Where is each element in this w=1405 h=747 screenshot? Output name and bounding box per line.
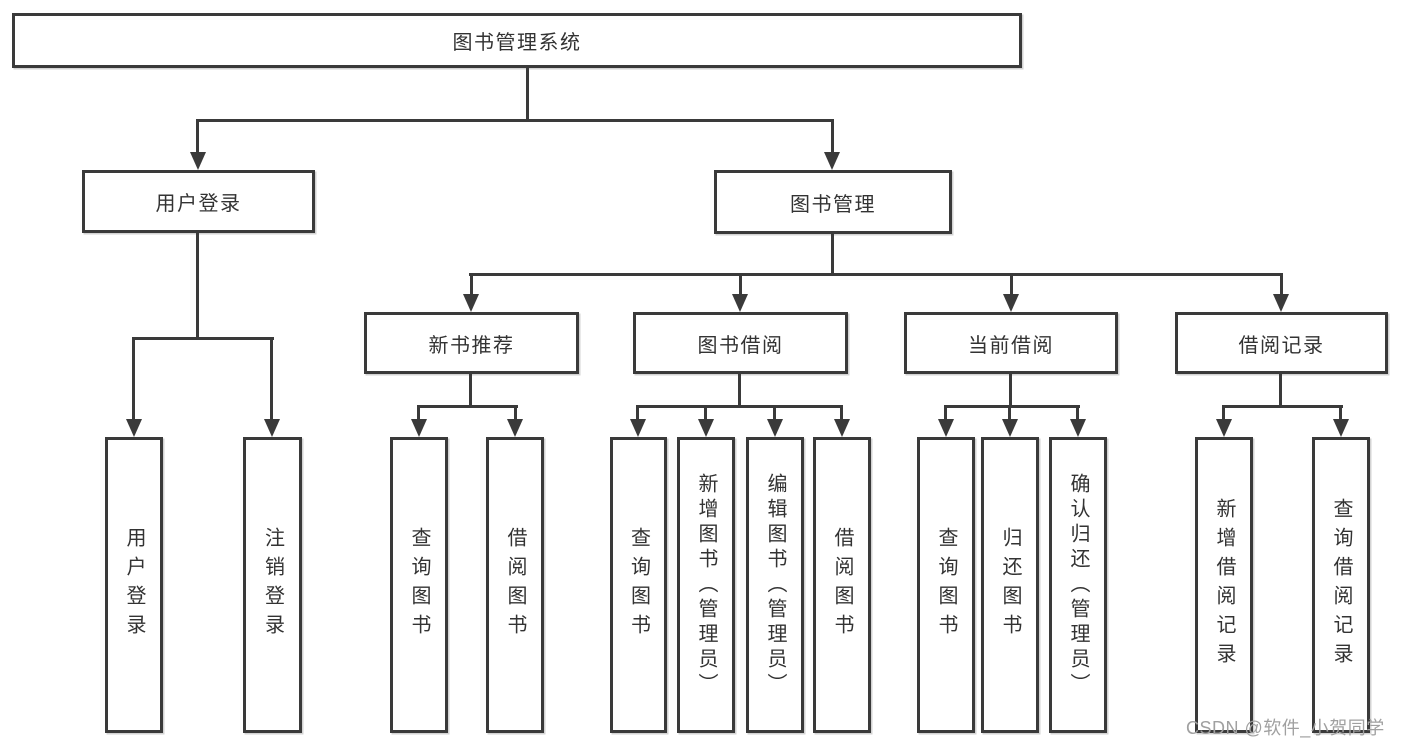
connector-line — [636, 405, 842, 408]
connector-line — [831, 234, 834, 275]
arrowhead-down-icon — [630, 419, 646, 437]
connector-line — [417, 405, 518, 408]
connector-line — [514, 405, 517, 421]
connector-line — [132, 337, 135, 421]
arrowhead-down-icon — [1070, 419, 1086, 437]
node-label: 当前借阅 — [968, 334, 1054, 357]
node-borrowing-records: 借阅记录 — [1175, 312, 1388, 374]
node-user-login: 用户登录 — [82, 170, 315, 233]
leaf-add-borrow-record: 新增借阅记录 — [1195, 437, 1253, 733]
connector-line — [738, 374, 741, 407]
connector-line — [196, 119, 199, 154]
connector-line — [944, 405, 1080, 408]
leaf-borrow-books-borrowing: 借阅图书 — [813, 437, 871, 733]
connector-line — [1279, 374, 1282, 407]
leaf-label: 查询借阅记录 — [1330, 498, 1352, 672]
leaf-user-login: 用户登录 — [105, 437, 163, 733]
node-label: 用户登录 — [155, 193, 242, 215]
node-new-book-recommendation: 新书推荐 — [364, 312, 579, 374]
arrowhead-down-icon — [463, 294, 479, 312]
connector-line — [196, 233, 199, 339]
leaf-label: 用户登录 — [123, 527, 145, 643]
connector-line — [1339, 405, 1342, 421]
node-label: 图书管理 — [790, 193, 876, 216]
connector-line — [1010, 273, 1013, 296]
connector-line — [1222, 405, 1343, 408]
leaf-query-books-borrowing: 查询图书 — [610, 437, 667, 733]
leaf-confirm-return-admin: 确认归还（管理员） — [1049, 437, 1107, 733]
leaf-edit-book-admin: 编辑图书（管理员） — [746, 437, 804, 733]
connector-line — [739, 273, 742, 296]
connector-line — [1076, 405, 1079, 421]
connector-line — [1280, 273, 1283, 296]
arrowhead-down-icon — [767, 419, 783, 437]
arrowhead-down-icon — [126, 419, 142, 437]
arrowhead-down-icon — [1273, 294, 1289, 312]
leaf-query-books-recommend: 查询图书 — [390, 437, 448, 733]
arrowhead-down-icon — [732, 294, 748, 312]
connector-line — [1008, 405, 1011, 421]
node-label: 图书管理系统 — [452, 32, 582, 54]
arrowhead-down-icon — [1333, 419, 1349, 437]
node-book-management: 图书管理 — [714, 170, 952, 234]
node-label: 新书推荐 — [428, 334, 515, 357]
connector-line — [417, 405, 420, 421]
leaf-label: 归还图书 — [999, 527, 1021, 643]
arrowhead-down-icon — [411, 419, 427, 437]
leaf-label: 查询图书 — [627, 527, 650, 643]
leaf-label: 借阅图书 — [504, 527, 526, 643]
connector-line — [944, 405, 947, 421]
node-label: 借阅记录 — [1238, 334, 1325, 357]
connector-line — [469, 273, 1283, 276]
arrowhead-down-icon — [507, 419, 523, 437]
leaf-label: 新增借阅记录 — [1213, 498, 1235, 672]
arrowhead-down-icon — [264, 419, 280, 437]
leaf-add-book-admin: 新增图书（管理员） — [677, 437, 735, 733]
leaf-query-books-current: 查询图书 — [917, 437, 975, 733]
connector-line — [636, 405, 639, 421]
leaf-return-books: 归还图书 — [981, 437, 1039, 733]
leaf-label: 新增图书（管理员） — [695, 472, 717, 698]
node-label: 图书借阅 — [697, 334, 784, 357]
connector-line — [132, 337, 274, 340]
connector-line — [196, 119, 834, 122]
leaf-label: 查询图书 — [935, 527, 957, 643]
arrowhead-down-icon — [698, 419, 714, 437]
arrowhead-down-icon — [938, 419, 954, 437]
leaf-label: 注销登录 — [261, 527, 284, 643]
leaf-query-borrow-record: 查询借阅记录 — [1312, 437, 1370, 733]
leaf-borrow-books-recommend: 借阅图书 — [486, 437, 544, 733]
arrowhead-down-icon — [190, 152, 206, 170]
arrowhead-down-icon — [834, 419, 850, 437]
node-book-borrowing: 图书借阅 — [633, 312, 848, 374]
csdn-watermark: CSDN @软件_小贺同学 — [1186, 718, 1385, 738]
connector-line — [470, 273, 473, 296]
arrowhead-down-icon — [1216, 419, 1232, 437]
connector-line — [840, 405, 843, 421]
arrowhead-down-icon — [1002, 419, 1018, 437]
leaf-label: 查询图书 — [408, 527, 430, 643]
connector-line — [1222, 405, 1225, 421]
leaf-label: 确认归还（管理员） — [1067, 472, 1089, 698]
connector-line — [469, 374, 472, 407]
arrowhead-down-icon — [824, 152, 840, 170]
connector-line — [704, 405, 707, 421]
connector-line — [773, 405, 776, 421]
connector-line — [1009, 374, 1012, 407]
node-library-management-system: 图书管理系统 — [12, 13, 1022, 68]
leaf-logout: 注销登录 — [243, 437, 302, 733]
node-current-borrowing: 当前借阅 — [904, 312, 1118, 374]
connector-line — [831, 119, 834, 154]
leaf-label: 编辑图书（管理员） — [764, 472, 786, 698]
connector-line — [526, 68, 529, 120]
leaf-label: 借阅图书 — [831, 527, 853, 643]
arrowhead-down-icon — [1003, 294, 1019, 312]
connector-line — [270, 337, 273, 421]
